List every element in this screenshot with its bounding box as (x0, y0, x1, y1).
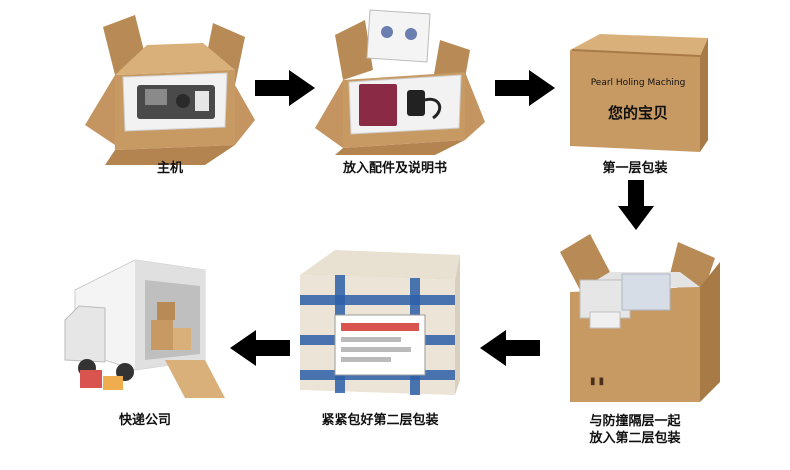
caption-main-unit: 主机 (156, 161, 183, 176)
delivery-truck (64, 259, 225, 398)
step-courier (64, 250, 225, 400)
caption-courier: 快递公司 (118, 413, 171, 428)
step-main-unit (85, 15, 255, 165)
large-open-box-with-padding: ▮ ▮ (560, 234, 720, 402)
arrow-right-icon (495, 70, 555, 106)
arrow-left-icon (230, 330, 290, 366)
caption-first-layer: 第一层包装 (602, 161, 668, 176)
taped-box (300, 250, 460, 395)
step-with-insulation: ▮ ▮ (550, 232, 725, 407)
step-first-layer: Pearl Holing Maching 您的宝贝 (560, 30, 710, 155)
caption-with-insulation-line1: 与防撞隔层一起 (589, 414, 681, 429)
arrow-left-icon (480, 330, 540, 366)
caption-accessories: 放入配件及说明书 (342, 161, 447, 176)
step-accessories (315, 9, 485, 155)
arrow-right-icon (255, 70, 315, 106)
arrow-down-icon (618, 180, 654, 230)
box-label-english: Pearl Holing Maching (590, 78, 686, 88)
closed-box (570, 34, 708, 152)
svg-text:▮ ▮: ▮ ▮ (590, 376, 604, 387)
step-second-layer (295, 245, 465, 405)
caption-second-layer: 紧紧包好第二层包装 (321, 413, 439, 428)
open-box-with-accessories (315, 9, 485, 155)
open-box-with-machine (85, 15, 255, 165)
caption-with-insulation-line2: 放入第二层包装 (589, 431, 681, 446)
box-label-chinese: 您的宝贝 (607, 104, 668, 122)
